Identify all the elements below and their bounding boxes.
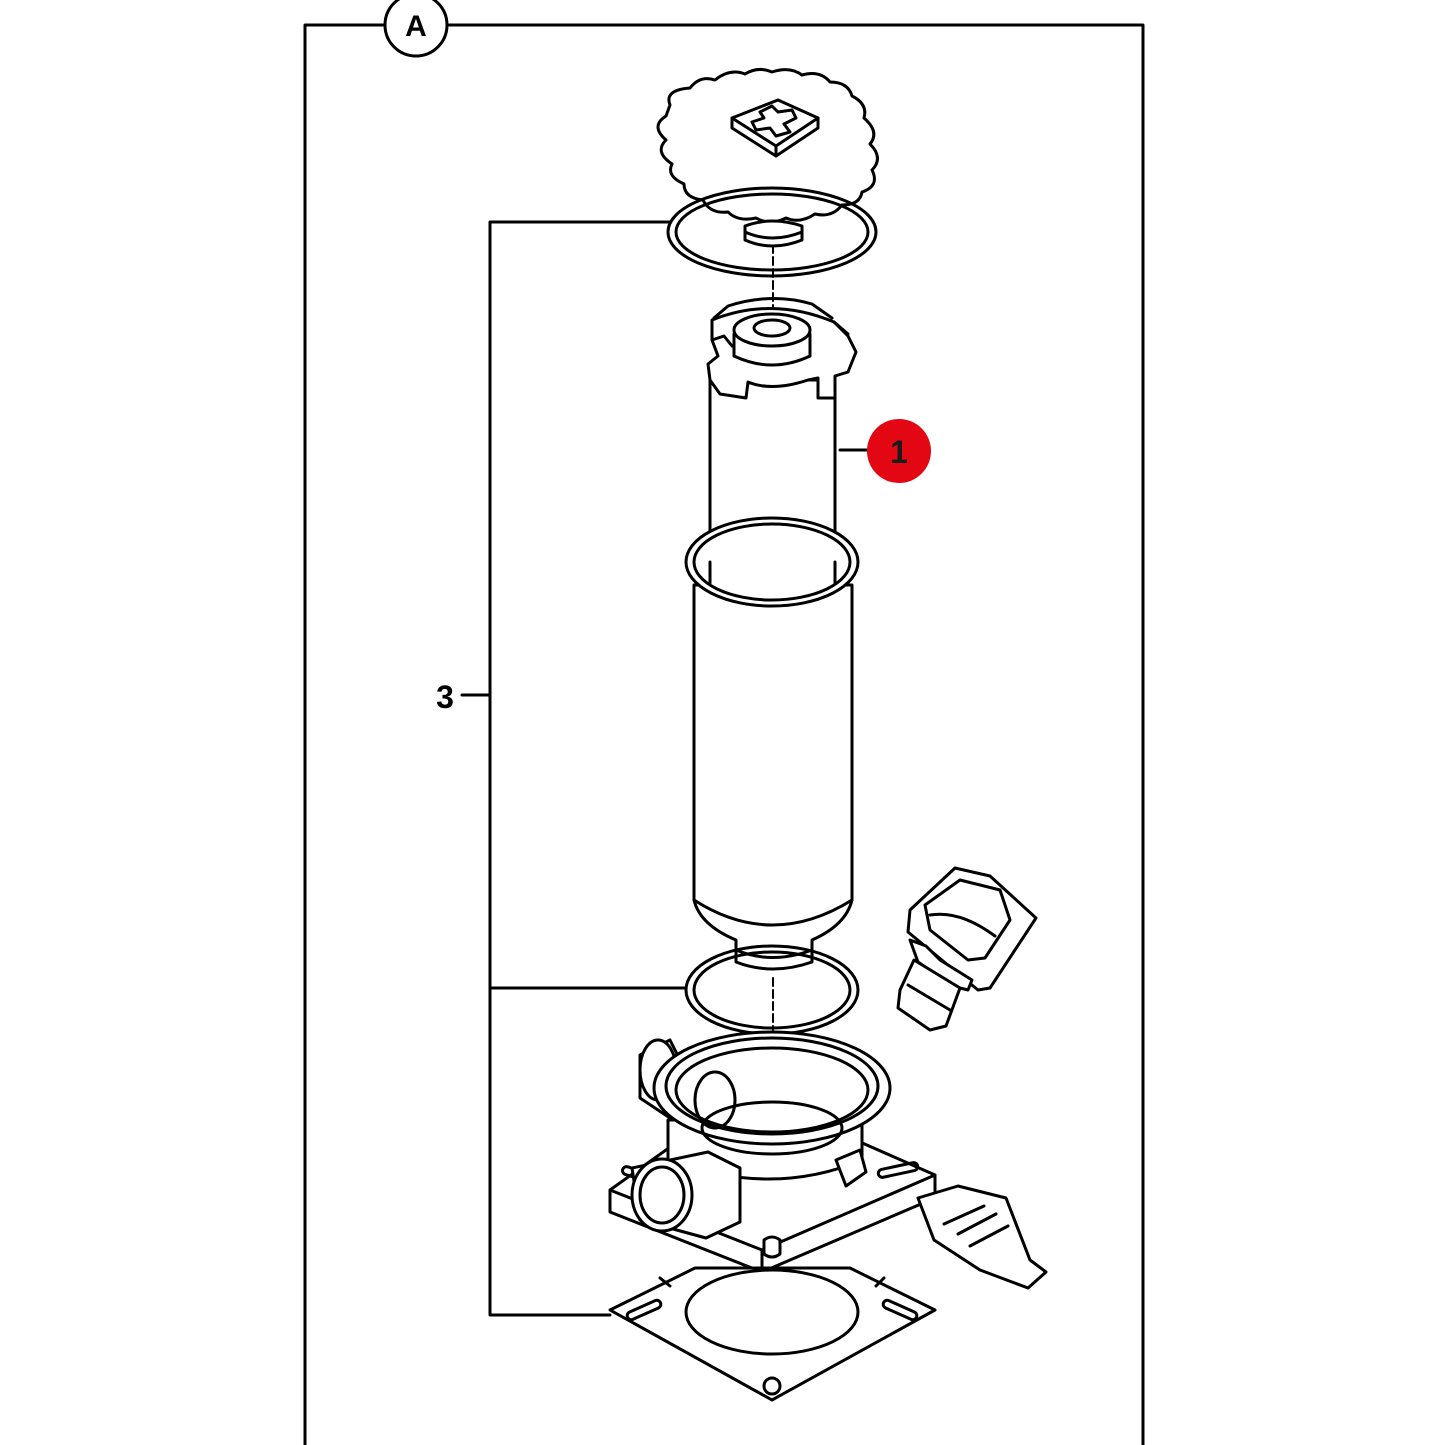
filter-housing-bowl <box>684 516 860 971</box>
callout-1[interactable]: 1 <box>867 419 931 483</box>
assembly-bracket <box>460 220 687 1317</box>
upper-o-ring <box>666 186 878 278</box>
view-label-text: A <box>405 10 427 43</box>
filter-head <box>608 1030 1048 1290</box>
callout-1-label: 1 <box>890 434 908 470</box>
view-label-a: A <box>383 0 449 58</box>
callout-3-label: 3 <box>436 679 454 715</box>
mounting-gasket <box>608 1266 937 1402</box>
drain-plug <box>896 866 1038 1032</box>
filter-cap <box>656 67 879 248</box>
diagram-frame <box>303 23 1145 1445</box>
